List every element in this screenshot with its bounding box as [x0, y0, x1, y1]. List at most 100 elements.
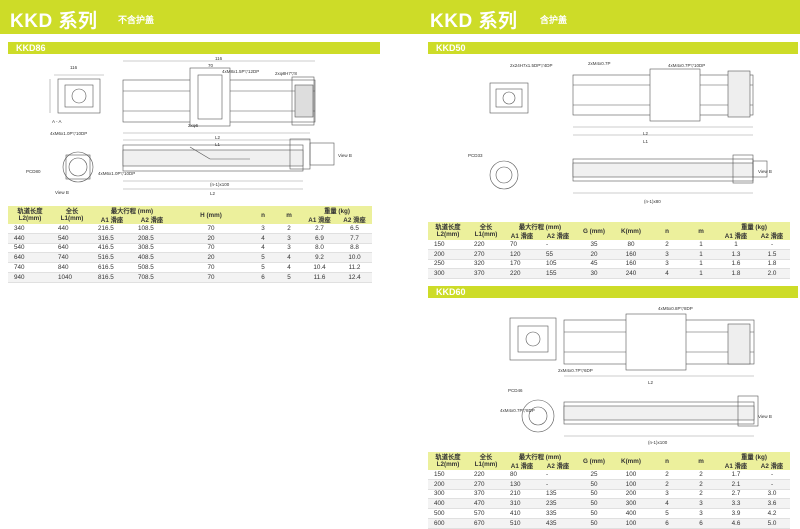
table-cell: 370: [468, 268, 504, 280]
table-cell: 440: [8, 233, 52, 244]
col-header-k: K(mm): [612, 222, 650, 240]
right-header-band: KKD 系列 含护盖: [400, 0, 800, 34]
svg-text:L1: L1: [643, 139, 649, 144]
col-header-l1: 全长 L1(mm): [468, 222, 504, 240]
table-cell: 105: [540, 259, 576, 270]
kkd50-spec-table: 轨道长度 L2(mm) 全长 L1(mm) 最大行程 (mm) G (mm) K…: [428, 222, 791, 280]
table-cell: 1: [684, 259, 718, 270]
table-cell: -: [754, 470, 791, 480]
table-cell: 400: [428, 498, 468, 510]
col-header-l2: 轨道长度 L2(mm): [428, 222, 468, 240]
svg-text:PCD33: PCD33: [468, 153, 483, 158]
right-header-title: KKD 系列: [430, 11, 518, 32]
table-cell: 1.7: [718, 470, 754, 480]
table-cell: 150: [428, 240, 468, 250]
table-cell: 1.6: [718, 259, 754, 270]
table-cell: 2: [684, 489, 718, 500]
table-cell: 4: [276, 252, 302, 264]
sub-header-a1: A1 滑座: [718, 231, 754, 240]
svg-text:4xM6x1.0P▽10DP: 4xM6x1.0P▽10DP: [98, 171, 135, 176]
table-cell: 235: [540, 498, 576, 510]
table-cell: 508.5: [132, 262, 172, 273]
table-cell: 5: [250, 252, 276, 264]
table-cell: 12.4: [337, 272, 373, 283]
table-cell: 8.8: [337, 243, 373, 254]
table-cell: 50: [576, 518, 612, 529]
kkd86-spec-table: 轨道长度 L2(mm) 全长 L1(mm) 最大行程 (mm) H (mm) n…: [8, 206, 373, 283]
svg-text:2xM4x0.7P▽6DP: 2xM4x0.7P▽6DP: [558, 368, 593, 373]
col-header-l1: 全长 L1(mm): [52, 206, 92, 224]
table-cell: -: [754, 479, 791, 490]
table-cell: 4: [650, 498, 684, 510]
table-cell: 8.0: [302, 243, 337, 254]
table-cell: 6: [650, 518, 684, 529]
table-cell: 6: [250, 272, 276, 283]
sub-header-a2: A2 滑座: [540, 231, 576, 240]
svg-text:View B: View B: [758, 414, 772, 419]
left-header-band: KKD 系列 不含护盖: [0, 0, 400, 34]
table-cell: 4: [250, 233, 276, 244]
kkd60-technical-drawing: 4xM5x0.8P▽8DP 2xM4x0.7P▽6DP PCD46 4xM4x0…: [500, 306, 772, 445]
svg-text:View B: View B: [338, 153, 352, 158]
table-cell: 240: [612, 268, 650, 280]
svg-text:L2: L2: [215, 135, 221, 140]
table-cell: 300: [428, 268, 468, 280]
table-cell: 670: [468, 518, 504, 529]
table-cell: 100: [612, 470, 650, 480]
table-cell: 200: [612, 489, 650, 500]
table-cell: 130: [504, 479, 540, 490]
svg-text:4xM5x0.8P▽8DP: 4xM5x0.8P▽8DP: [658, 306, 693, 311]
table-cell: -: [540, 470, 576, 480]
table-cell: 5: [276, 272, 302, 283]
table-cell: 440: [52, 224, 92, 234]
sub-header-a1: A1 滑座: [718, 461, 754, 470]
left-page: KKD 系列 不含护盖 KKD86: [0, 0, 400, 526]
table-cell: 570: [468, 508, 504, 519]
table-cell: 2: [684, 479, 718, 490]
right-page: KKD 系列 含护盖 KKD50 2x24H7x1.5DP▽4DP 2xM4x0…: [400, 0, 800, 529]
table-cell: 155: [540, 268, 576, 280]
sub-header-a2: A2 滑座: [337, 215, 373, 224]
table-cell: -: [540, 479, 576, 490]
table-cell: 1.8: [718, 268, 754, 280]
sub-header-a2: A2 滑座: [132, 215, 172, 224]
table-cell: 500: [428, 508, 468, 519]
table-cell: 35: [576, 240, 612, 250]
svg-text:2xφ8H7▽8: 2xφ8H7▽8: [275, 71, 297, 76]
col-header-stroke: 最大行程 (mm): [92, 206, 172, 215]
table-cell: 340: [8, 224, 52, 234]
kkd50-technical-drawing: 2x24H7x1.5DP▽4DP 2xM4x0.7P 4xM4x0.7P▽10D…: [468, 61, 772, 204]
col-header-g: G (mm): [576, 452, 612, 470]
svg-text:L1: L1: [215, 142, 221, 147]
table-cell: 335: [540, 508, 576, 519]
table-cell: 2.0: [754, 268, 791, 280]
col-header-weight: 重量 (kg): [718, 452, 791, 461]
svg-text:PCD46: PCD46: [508, 388, 523, 393]
col-header-n: n: [250, 206, 276, 224]
table-cell: 310: [504, 498, 540, 510]
table-cell: 3: [684, 498, 718, 510]
svg-text:70: 70: [208, 63, 214, 68]
table-cell: 510: [504, 518, 540, 529]
section-label-kkd60: KKD60: [428, 286, 798, 298]
table-cell: 220: [468, 470, 504, 480]
table-cell: 20: [172, 233, 250, 244]
col-header-g: G (mm): [576, 222, 612, 240]
table-cell: 370: [468, 489, 504, 500]
table-cell: 2.7: [302, 224, 337, 234]
table-cell: 70: [504, 240, 540, 250]
table-cell: 640: [8, 252, 52, 264]
table-cell: 4: [650, 268, 684, 280]
kkd60-spec-table: 轨道长度 L2(mm) 全长 L1(mm) 最大行程 (mm) G (mm) K…: [428, 452, 791, 529]
svg-text:(n-1)x100: (n-1)x100: [648, 440, 668, 445]
section-label-kkd86: KKD86: [8, 42, 380, 54]
svg-text:4xM6x1.0P▽10DP: 4xM6x1.0P▽10DP: [50, 131, 87, 136]
col-header-k: K(mm): [612, 452, 650, 470]
